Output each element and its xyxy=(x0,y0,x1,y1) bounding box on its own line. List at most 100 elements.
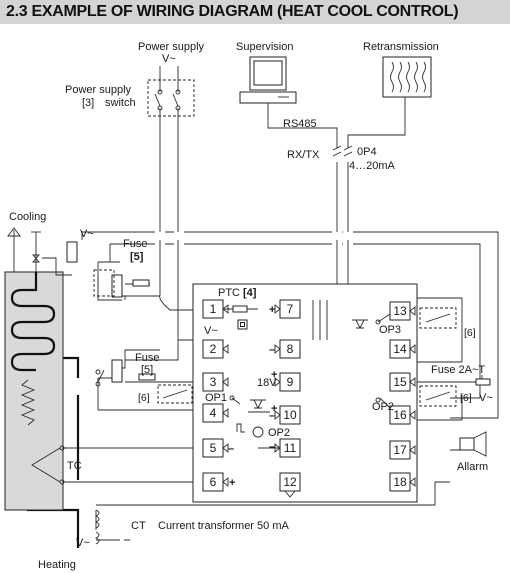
ptc-label: PTC xyxy=(218,287,240,299)
power-switch-label-1: Power supply xyxy=(65,84,132,96)
polarity-plus: + xyxy=(269,304,275,316)
terminal-5 xyxy=(202,438,229,458)
terminal-12 xyxy=(279,472,301,498)
fuse-mid-ref: [5] xyxy=(141,364,153,376)
terminal-8 xyxy=(274,339,301,359)
power-supply-voltage: V~ xyxy=(162,53,176,65)
op2-voltage: V~ xyxy=(479,392,493,404)
tc-label: TC xyxy=(67,460,82,472)
power-switch-ref: [3] xyxy=(82,97,94,109)
alarm-icon xyxy=(459,431,487,457)
ptc-ref: [4] xyxy=(243,287,257,299)
labels: Power supply V~ Power supply [3] switch … xyxy=(9,41,493,571)
terminal-16 xyxy=(389,405,416,425)
terminal-17 xyxy=(389,440,416,460)
terminal-6 xyxy=(202,472,229,492)
terminal-9 xyxy=(274,372,301,392)
retransmission-label: Retransmission xyxy=(363,41,439,53)
power-supply-switch xyxy=(147,79,195,117)
polarity-minus: – xyxy=(269,441,275,453)
terminal-number: 10 xyxy=(283,408,297,422)
fuse-top xyxy=(132,279,150,287)
op3-label: OP3 xyxy=(379,324,401,336)
ref6-left: [6] xyxy=(138,392,150,404)
op2-label-right: OP2 xyxy=(372,401,394,413)
power-supply-label: Power supply xyxy=(138,41,205,53)
allarm-label: Allarm xyxy=(457,461,488,473)
polarity-minus: – xyxy=(228,443,234,455)
terminal-number: 1 xyxy=(210,302,217,316)
terminal-number: 13 xyxy=(393,304,407,318)
snubber-left xyxy=(157,384,193,404)
terminal-number: 6 xyxy=(210,475,217,489)
rx-tx-label: RX/TX xyxy=(287,149,320,161)
terminal-number: 14 xyxy=(393,342,407,356)
terminal-number: 5 xyxy=(210,441,217,455)
op4-range: 4…20mA xyxy=(349,160,396,172)
polarity-minus: – xyxy=(269,410,275,422)
op4-label: 0P4 xyxy=(357,146,377,158)
heating-voltage: V~ xyxy=(76,537,90,549)
shield-marks xyxy=(332,145,353,157)
terminal-number: 4 xyxy=(210,406,217,420)
terminal-2 xyxy=(202,339,229,359)
terminal-3 xyxy=(202,372,229,392)
op1-label: OP1 xyxy=(205,392,227,404)
v18-label: 18V xyxy=(257,377,277,389)
terminal-number: 3 xyxy=(210,375,217,389)
page-title: 2.3 EXAMPLE OF WIRING DIAGRAM (HEAT COOL… xyxy=(6,3,459,20)
cooling-label: Cooling xyxy=(9,211,46,223)
heating-relay xyxy=(95,359,123,387)
current-transformer xyxy=(94,509,100,545)
terminal-10 xyxy=(274,405,301,425)
terminal-number: 8 xyxy=(287,342,294,356)
terminal-number: 12 xyxy=(283,475,297,489)
cooling-relay xyxy=(93,269,123,298)
terminal-1 xyxy=(202,299,229,319)
terminal-11 xyxy=(274,438,301,458)
rs485-label: RS485 xyxy=(283,118,317,130)
op2-label-internal: OP2 xyxy=(268,427,290,439)
terminal-number: 18 xyxy=(393,475,407,489)
ct-label: CT xyxy=(131,520,146,532)
ref6-op2: [6] xyxy=(460,392,472,404)
terminal-number: 2 xyxy=(210,342,217,356)
terminal-18 xyxy=(389,472,416,492)
polarity-plus: + xyxy=(271,403,277,415)
heating-label: Heating xyxy=(38,559,76,571)
terminal-14 xyxy=(389,339,416,359)
controller-internals xyxy=(224,300,391,449)
title-bar: 2.3 EXAMPLE OF WIRING DIAGRAM (HEAT COOL… xyxy=(0,0,510,24)
terminal-4 xyxy=(202,403,229,423)
cooling-voltage: V~ xyxy=(80,228,94,240)
terminal-number: 15 xyxy=(393,375,407,389)
polarity-plus: + xyxy=(229,477,235,489)
fuse-2a-label: Fuse 2A~T xyxy=(431,364,485,376)
retransmission-device xyxy=(382,56,432,98)
terminal-7 xyxy=(274,299,301,319)
polarity-minus: – xyxy=(269,344,275,356)
terminal-numbers: 1 2 3 4 5 6 7 8 9 10 11 12 13 14 15 16 1… xyxy=(210,302,407,489)
supervision-label: Supervision xyxy=(236,41,293,53)
snubber-op2 xyxy=(419,385,457,407)
terminals xyxy=(202,299,416,498)
power-switch-label-2: switch xyxy=(105,97,136,109)
computer-icon xyxy=(239,56,297,104)
terminal-number: 11 xyxy=(284,441,297,455)
terminal-number: 17 xyxy=(393,443,407,457)
v-tilde-2: V~ xyxy=(204,325,218,337)
current-transformer-label: Current transformer 50 mA xyxy=(158,520,289,532)
terminal-number: 9 xyxy=(287,375,294,389)
snubber-op3 xyxy=(419,307,457,329)
terminal-15 xyxy=(389,372,416,392)
fuse-top-ref: [5] xyxy=(130,251,144,263)
cooling-system xyxy=(4,227,78,511)
terminal-13 xyxy=(389,301,416,321)
fuse-top-label: Fuse xyxy=(123,238,147,250)
polarity-plus: + xyxy=(271,369,277,381)
terminal-number: 16 xyxy=(393,408,407,422)
fuse-mid xyxy=(138,373,156,381)
ref6-op3: [6] xyxy=(464,327,476,339)
fuse-2a xyxy=(475,378,491,386)
